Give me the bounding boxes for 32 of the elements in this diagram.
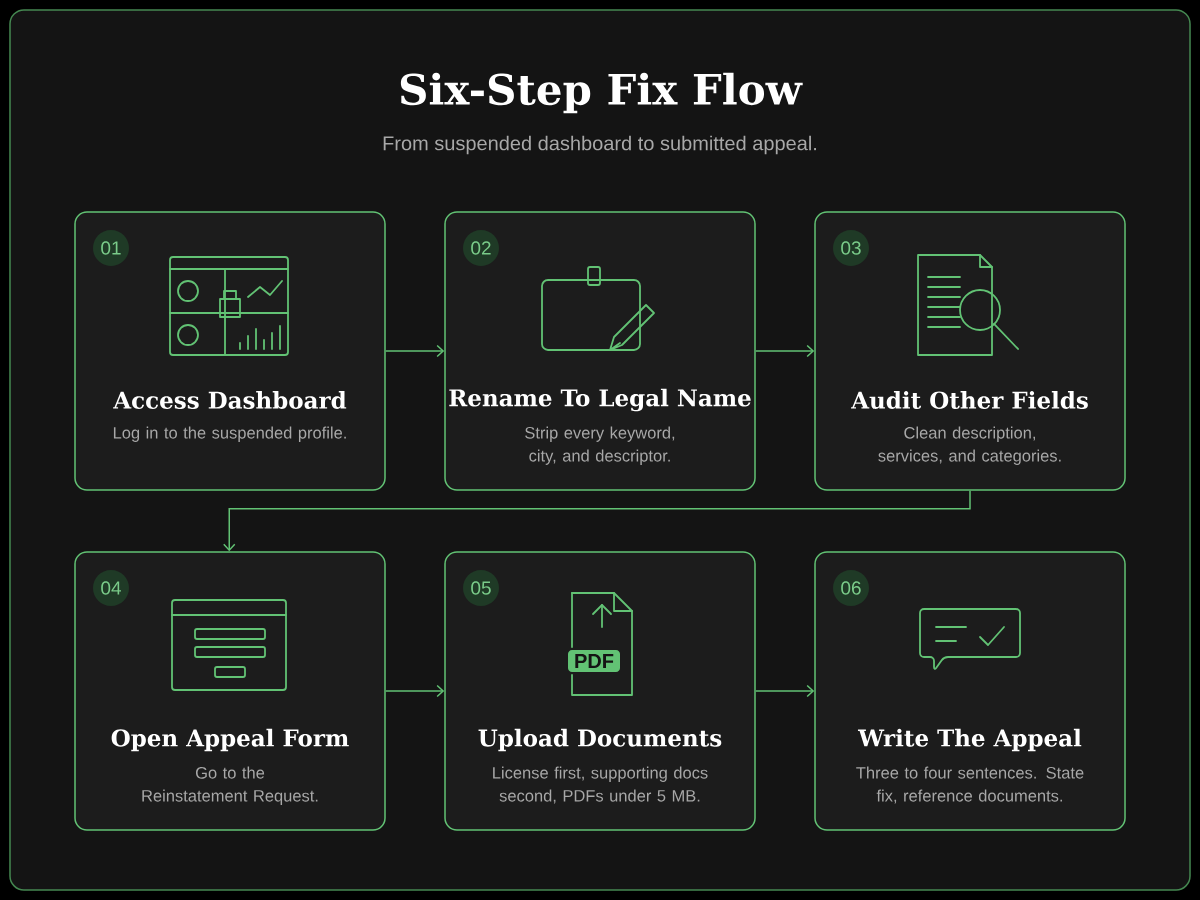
step-card [444, 551, 756, 831]
step-card [814, 551, 1126, 831]
step-number-badge: 02 [463, 230, 499, 266]
step-description: Three to four sentences. State fix, reference documents. [856, 766, 1084, 804]
step-title: Rename To Legal Name [449, 388, 751, 412]
step-number-badge: 05 [463, 570, 499, 606]
step-number-badge: 01 [93, 230, 129, 266]
step-card [814, 211, 1126, 491]
step-title: Open Appeal Form [111, 728, 349, 752]
step-title: Audit Other Fields [851, 391, 1088, 409]
arrow [385, 684, 445, 698]
step-title: Write The Appeal [857, 728, 1082, 752]
arrow [755, 684, 815, 698]
step-number-badge: 04 [93, 570, 129, 606]
step-icon-drawing: PDF [568, 592, 633, 696]
arrow [755, 344, 815, 358]
step-card [74, 211, 386, 491]
step-description: Go to the Reinstatement Request. [142, 766, 318, 805]
subtitle: From suspended dashboard to submitted appeal. [383, 135, 816, 155]
step-description: License first, supporting docs second, PDFs under 5 MB. [493, 766, 708, 804]
step-description: Clean description, services, and categories. [878, 426, 1061, 465]
step-card [74, 551, 386, 831]
step-title: Access Dashboard [113, 391, 347, 409]
arrow [385, 344, 445, 358]
step-card [444, 211, 756, 491]
title: Six-Step Fix Flow [400, 72, 803, 114]
step-title: Upload Documents [478, 728, 722, 752]
step-description: Strip every keyword, city, and descriptor. [525, 426, 675, 465]
step-number-badge: 06 [833, 570, 869, 606]
arrow [223, 490, 971, 552]
step-number-badge: 03 [833, 230, 869, 266]
step-description: Log in to the suspended profile. [113, 426, 346, 442]
